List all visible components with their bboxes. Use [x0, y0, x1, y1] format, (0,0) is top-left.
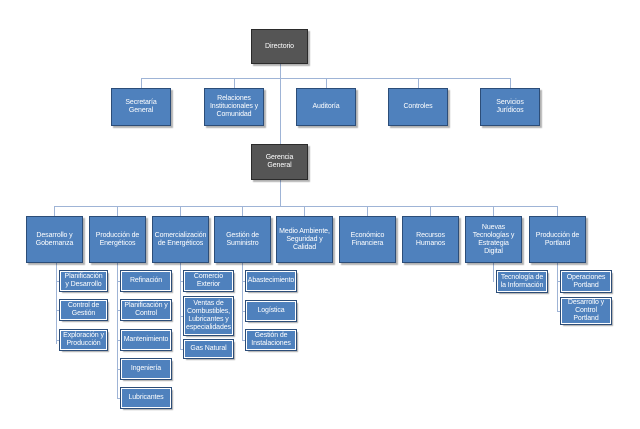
- direct-report-box[interactable]: Auditoría: [296, 88, 356, 126]
- sub-unit-box[interactable]: Exploración y Producción: [59, 329, 108, 351]
- sub-unit-box[interactable]: Tecnología de la Información: [496, 270, 548, 293]
- department-label: Económico Financiera: [350, 231, 385, 247]
- direct-report-box[interactable]: Servicios Jurídicos: [480, 88, 540, 126]
- department-label: Producción de Portland: [535, 231, 580, 247]
- sub-unit-box[interactable]: Ventas de Combustibles, Lubricantes y es…: [183, 296, 234, 336]
- direct-report-box[interactable]: Secretaría General: [111, 88, 171, 126]
- gerencia-general-box[interactable]: Gerencia General: [251, 144, 308, 180]
- sub-unit-box[interactable]: Gas Natural: [183, 339, 234, 359]
- sub-unit-box[interactable]: Control de Gestión: [59, 299, 108, 321]
- sub-unit-box[interactable]: Refinación: [120, 270, 172, 292]
- department-box[interactable]: Comercialización de Energéticos: [152, 216, 209, 263]
- sub-unit-box[interactable]: Gestión de Instalaciones: [245, 329, 297, 351]
- gerencia-general-label: Gerencia General: [265, 154, 294, 169]
- sub-unit-box[interactable]: Comercio Exterior: [183, 270, 234, 292]
- sub-unit-label: Planificación y Control: [124, 302, 168, 317]
- department-box[interactable]: Desarrollo y Gobernanza: [26, 216, 83, 263]
- direct-report-label: Secretaría General: [125, 99, 157, 114]
- sub-unit-box[interactable]: Desarrollo y Control Portland: [560, 297, 612, 325]
- sub-unit-box[interactable]: Logística: [245, 300, 297, 322]
- department-box[interactable]: Medio Ambiente, Seguridad y Calidad: [276, 216, 333, 263]
- direct-report-box[interactable]: Controles: [388, 88, 448, 126]
- sub-unit-label: Logística: [257, 307, 285, 314]
- department-box[interactable]: Gestión de Suministro: [214, 216, 271, 263]
- department-label: Recursos Humanos: [415, 231, 446, 247]
- direct-report-box[interactable]: Relaciones Institucionales y Comunidad: [204, 88, 264, 126]
- sub-unit-box[interactable]: Planificación y Desarrollo: [59, 270, 108, 292]
- sub-unit-box[interactable]: Planificación y Control: [120, 299, 172, 321]
- department-box[interactable]: Económico Financiera: [339, 216, 396, 263]
- direct-report-label: Relaciones Institucionales y Comunidad: [209, 95, 259, 118]
- sub-unit-box[interactable]: Mantenimiento: [120, 329, 172, 351]
- sub-unit-label: Gestión de Instalaciones: [251, 332, 291, 347]
- sub-unit-box[interactable]: Operaciones Portland: [560, 270, 612, 293]
- department-label: Desarrollo y Gobernanza: [35, 231, 74, 247]
- sub-unit-label: Lubricantes: [128, 394, 164, 401]
- sub-unit-box[interactable]: Ingeniería: [120, 358, 172, 380]
- department-box[interactable]: Producción de Energéticos: [89, 216, 146, 263]
- sub-unit-box[interactable]: Lubricantes: [120, 387, 172, 409]
- sub-unit-label: Operaciones Portland: [566, 273, 606, 289]
- department-box[interactable]: Recursos Humanos: [402, 216, 459, 263]
- sub-unit-label: Gas Natural: [190, 345, 227, 352]
- department-label: Medio Ambiente, Seguridad y Calidad: [279, 227, 330, 251]
- sub-unit-label: Planificación y Desarrollo: [64, 273, 103, 288]
- direct-report-label: Controles: [403, 103, 433, 110]
- department-label: Comercialización de Energéticos: [154, 231, 207, 247]
- sub-unit-label: Control de Gestión: [67, 302, 100, 317]
- sub-unit-label: Refinación: [129, 277, 163, 284]
- sub-unit-label: Ingeniería: [130, 365, 162, 372]
- directorio-box[interactable]: Directorio: [251, 29, 308, 64]
- sub-unit-label: Tecnología de la Información: [500, 273, 544, 289]
- department-box[interactable]: Producción de Portland: [529, 216, 586, 263]
- sub-unit-label: Abastecimiento: [247, 277, 295, 284]
- direct-report-label: Servicios Jurídicos: [496, 99, 524, 114]
- department-label: Nuevas Tecnologías y Estrategia Digital: [472, 223, 515, 255]
- sub-unit-box[interactable]: Abastecimiento: [245, 270, 297, 292]
- sub-unit-label: Mantenimiento: [123, 336, 169, 343]
- department-label: Gestión de Suministro: [226, 231, 259, 247]
- sub-unit-label: Comercio Exterior: [193, 273, 224, 288]
- sub-unit-label: Desarrollo y Control Portland: [567, 299, 605, 322]
- direct-report-label: Auditoría: [312, 103, 340, 110]
- sub-unit-label: Exploración y Producción: [63, 332, 104, 347]
- directorio-label: Directorio: [265, 42, 294, 50]
- sub-unit-label: Ventas de Combustibles, Lubricantes y es…: [186, 300, 231, 331]
- department-label: Producción de Energéticos: [95, 231, 140, 247]
- department-box[interactable]: Nuevas Tecnologías y Estrategia Digital: [465, 216, 522, 263]
